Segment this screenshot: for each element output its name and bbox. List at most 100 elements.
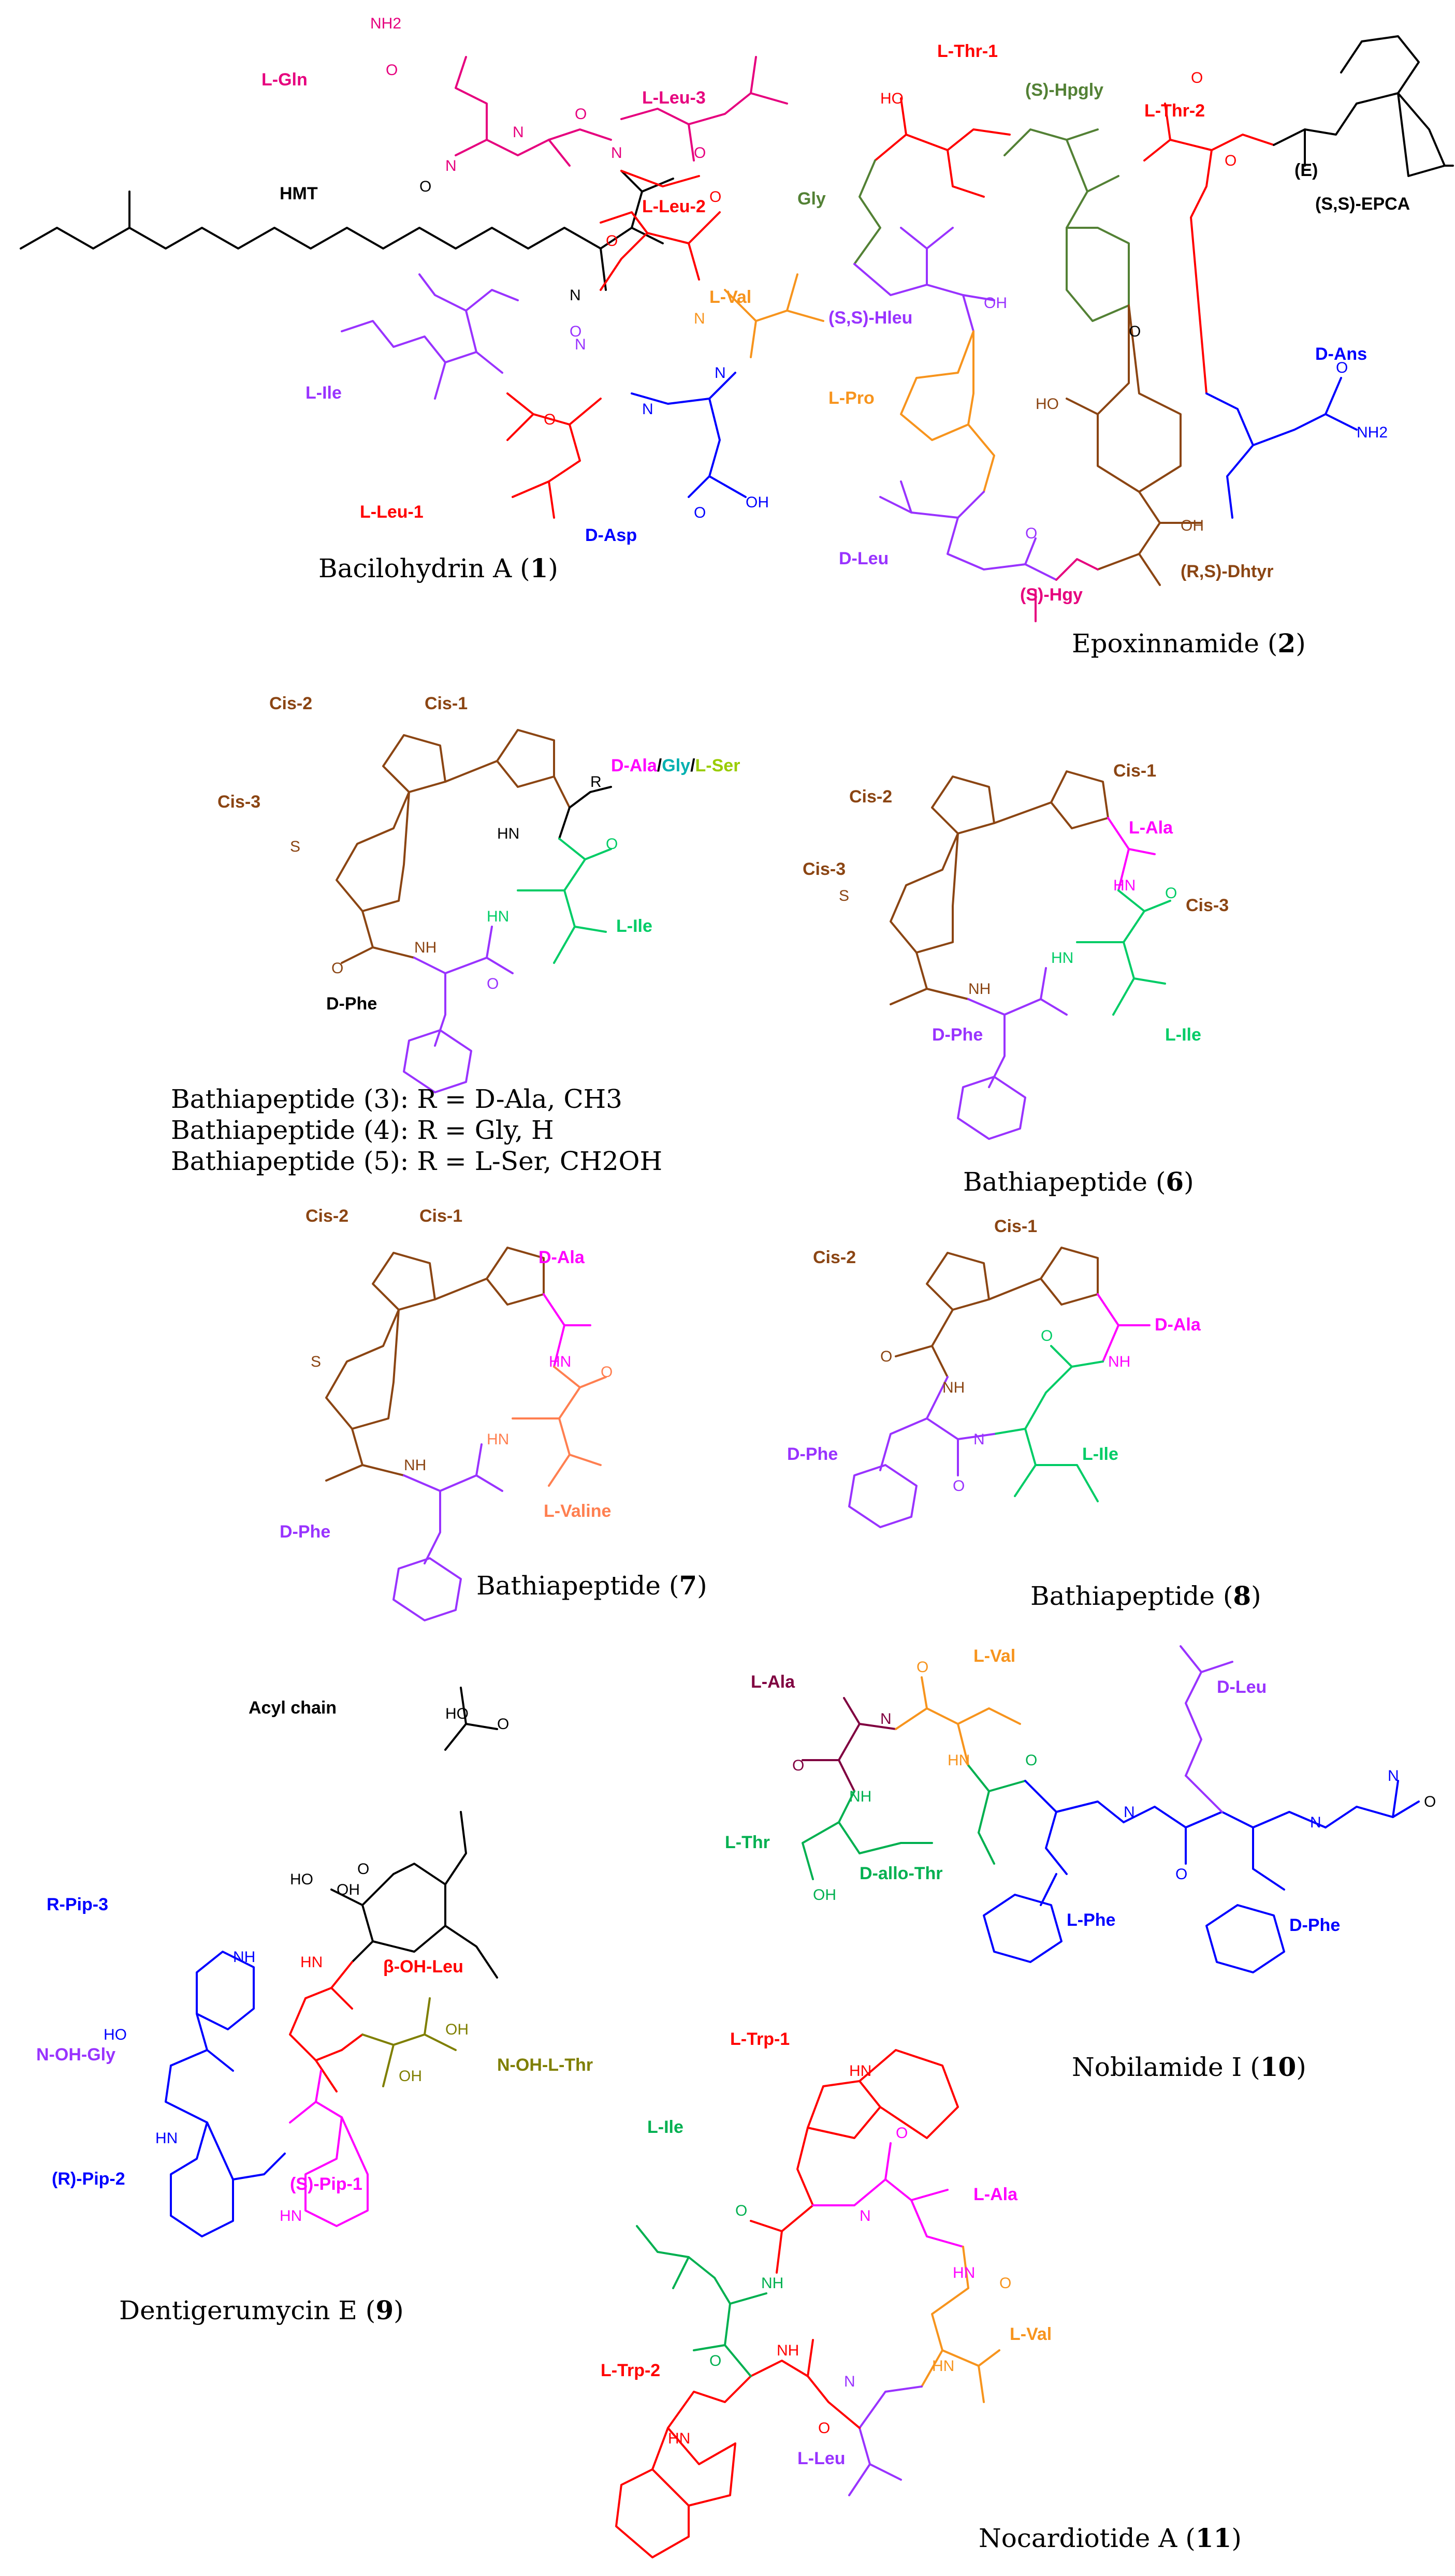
atom-hn: N <box>694 310 705 327</box>
atom-hn: HN <box>668 2430 690 2447</box>
caption-compound-8: Bathiapeptide (8) <box>1030 1580 1261 1611</box>
label-cis-1: Cis-1 <box>994 1217 1037 1236</box>
atom-nh: NH <box>761 2275 783 2292</box>
atom-o: O <box>606 232 618 250</box>
atom-o: O <box>1424 1793 1436 1810</box>
atom-nh: NH <box>968 980 991 998</box>
label-l-ala: L-Ala <box>973 2185 1018 2204</box>
atom-o: O <box>1191 69 1203 86</box>
atom-ho: HO <box>445 1705 469 1722</box>
atom-hn: HN <box>948 1752 970 1769</box>
atom-o: O <box>694 504 706 521</box>
caption-compound-10: Nobilamide I (10) <box>1072 2052 1306 2082</box>
caption-compound-5: Bathiapeptide (5): R = L-Ser, CH2OH <box>171 1146 662 1176</box>
label-cis-2: Cis-2 <box>813 1248 856 1267</box>
label-cis-2: Cis-2 <box>269 694 312 713</box>
atom-nh2: NH2 <box>370 15 401 32</box>
caption-compound-1: Bacilohydrin A (1) <box>318 553 558 583</box>
label-l-val: L-Val <box>709 287 751 307</box>
atom-o: O <box>818 2420 830 2437</box>
label-d-phe: D-Phe <box>787 1444 838 1464</box>
label-d-ans: D-Ans <box>1315 344 1367 364</box>
atom-o: O <box>1041 1327 1053 1344</box>
caption-compound-2: Epoxinnamide (2) <box>1072 628 1306 658</box>
atom-ho: HO <box>104 2026 127 2043</box>
atom-hn: HN <box>300 1954 323 1971</box>
compound-8-bathiapeptide: Cis-1 Cis-2 D-Ala D-Phe L-Ile O NH O NH … <box>787 1217 1261 1611</box>
atom-r: R <box>590 773 602 791</box>
atom-oh: OH <box>813 1886 836 1904</box>
atom-o: O <box>1165 885 1177 902</box>
atom-s: S <box>290 838 300 855</box>
label-hmt: HMT <box>280 184 318 203</box>
atom-ho: HO <box>290 1871 313 1888</box>
atom-hn: HN <box>849 2062 871 2080</box>
label-cis-2: Cis-2 <box>305 1206 348 1226</box>
label-ss-hleu: (S,S)-Hleu <box>828 308 912 328</box>
label-r-pip-2: (R)-Pip-2 <box>52 2169 125 2189</box>
atom-s: S <box>839 887 849 904</box>
atom-o: O <box>331 960 343 977</box>
label-ss-epca: (S,S)-EPCA <box>1315 194 1410 214</box>
atom-o: O <box>544 411 556 428</box>
label-d-ala: D-Ala <box>539 1248 585 1267</box>
atom-o: O <box>1225 152 1236 169</box>
label-cis-2: Cis-2 <box>849 787 892 807</box>
atom-n: N <box>880 1710 892 1728</box>
atom-o: O <box>709 2352 721 2369</box>
label-d-asp: D-Asp <box>585 525 637 545</box>
atom-hn: HN <box>487 908 509 925</box>
atom-oh: OH <box>984 295 1007 312</box>
label-s-pip-1: (S)-Pip-1 <box>290 2174 362 2194</box>
label-d-phe: D-Phe <box>932 1025 983 1045</box>
atom-nh: N <box>844 2373 855 2390</box>
atom-nh: N <box>575 336 586 353</box>
atom-oh: OH <box>1181 517 1204 534</box>
atom-o: O <box>601 1364 613 1381</box>
atom-n: N <box>973 1431 985 1448</box>
caption-compound-7: Bathiapeptide (7) <box>476 1570 707 1601</box>
label-l-leu-1: L-Leu-1 <box>360 502 424 522</box>
atom-hn: HN <box>280 2207 302 2224</box>
label-l-val: L-Val <box>973 1646 1015 1666</box>
label-l-leu-2: L-Leu-2 <box>642 197 706 216</box>
label-l-valine: L-Valine <box>544 1501 611 1521</box>
atom-nh: NH <box>777 2342 799 2359</box>
atom-hn: N <box>642 401 653 418</box>
label-l-thr: L-Thr <box>725 1833 770 1852</box>
atom-o: O <box>916 1659 928 1676</box>
label-l-ile: L-Ile <box>1082 1444 1118 1464</box>
atom-o: O <box>880 1348 892 1365</box>
caption-compound-4: Bathiapeptide (4): R = Gly, H <box>171 1115 554 1145</box>
label-cis-3-left: Cis-3 <box>803 859 846 879</box>
label-s-hpgly: (S)-Hpgly <box>1025 80 1103 100</box>
label-l-phe: L-Phe <box>1067 1910 1115 1930</box>
label-rs-dhtyr: (R,S)-Dhtyr <box>1181 562 1273 581</box>
atom-o: O <box>570 323 581 340</box>
label-l-trp-2: L-Trp-2 <box>601 2361 660 2380</box>
label-acyl-chain: Acyl chain <box>249 1698 337 1718</box>
atom-o: O <box>1175 1866 1187 1883</box>
compound-11-nocardiotide-a: L-Trp-1 L-Ile L-Ala L-Val L-Trp-2 L-Leu … <box>601 2029 1242 2558</box>
label-cis-3-right: Cis-3 <box>1186 896 1229 915</box>
label-l-leu-3: L-Leu-3 <box>642 88 706 108</box>
compound-1-bacilohydrin-a: L-Gln L-Leu-3 HMT L-Leu-2 L-Val L-Ile L-… <box>20 15 824 583</box>
label-l-trp-1: L-Trp-1 <box>730 2029 790 2049</box>
label-l-ala: L-Ala <box>1129 818 1173 838</box>
atom-o: O <box>999 2275 1011 2292</box>
label-l-thr-2: L-Thr-2 <box>1144 101 1205 121</box>
atom-hn: HN <box>953 2264 975 2281</box>
atom-o: O <box>709 188 721 206</box>
atom-nh: N <box>1388 1767 1399 1784</box>
label-l-gln: L-Gln <box>261 70 308 90</box>
label-n-oh-l-thr: N-OH-L-Thr <box>497 2055 593 2075</box>
atom-o: O <box>896 2125 908 2142</box>
atom-nh: NH <box>942 1379 965 1396</box>
compound-10-nobilamide-i: L-Ala L-Val D-Leu L-Thr D-allo-Thr L-Phe… <box>725 1645 1436 2082</box>
atom-o: O <box>386 62 398 79</box>
atom-o: O <box>735 2202 747 2219</box>
atom-hn: N <box>715 364 726 382</box>
label-cis-1: Cis-1 <box>1113 761 1156 781</box>
atom-hn: HN <box>1051 949 1073 967</box>
label-l-ile: L-Ile <box>616 916 652 936</box>
